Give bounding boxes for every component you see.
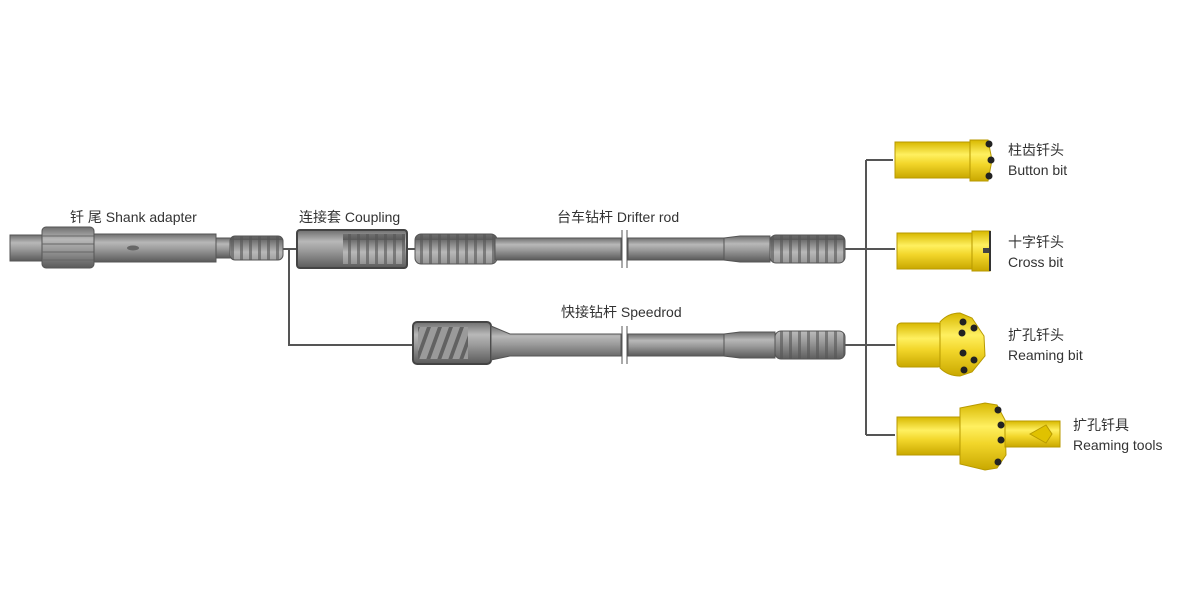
button-bit-en-label: Button bit (1008, 162, 1067, 178)
shank-adapter (9, 226, 284, 269)
reaming-tools-cn-label: 扩孔钎具 (1073, 417, 1129, 433)
coupling-label: 连接套 Coupling (299, 209, 400, 225)
drifter-rod (414, 230, 846, 268)
reaming-tools (896, 402, 1061, 471)
cross-bit-en-label: Cross bit (1008, 254, 1063, 270)
connector-lines (283, 159, 895, 436)
speedrod-label: 快接钻杆 Speedrod (561, 304, 682, 320)
reaming-tools-en-label: Reaming tools (1073, 437, 1163, 453)
button-bit (894, 139, 995, 182)
shank-adapter-label: 钎 尾 Shank adapter (70, 209, 197, 225)
button-bit-cn-label: 柱齿钎头 (1008, 142, 1064, 158)
reaming-bit-cn-label: 扩孔钎头 (1008, 327, 1064, 343)
speedrod (412, 321, 846, 365)
cross-bit (896, 230, 991, 272)
coupling (296, 229, 408, 269)
cross-bit-cn-label: 十字钎头 (1008, 234, 1064, 250)
reaming-bit-en-label: Reaming bit (1008, 347, 1083, 363)
reaming-bit (896, 312, 986, 377)
drifter-rod-label: 台车钻杆 Drifter rod (557, 209, 679, 225)
